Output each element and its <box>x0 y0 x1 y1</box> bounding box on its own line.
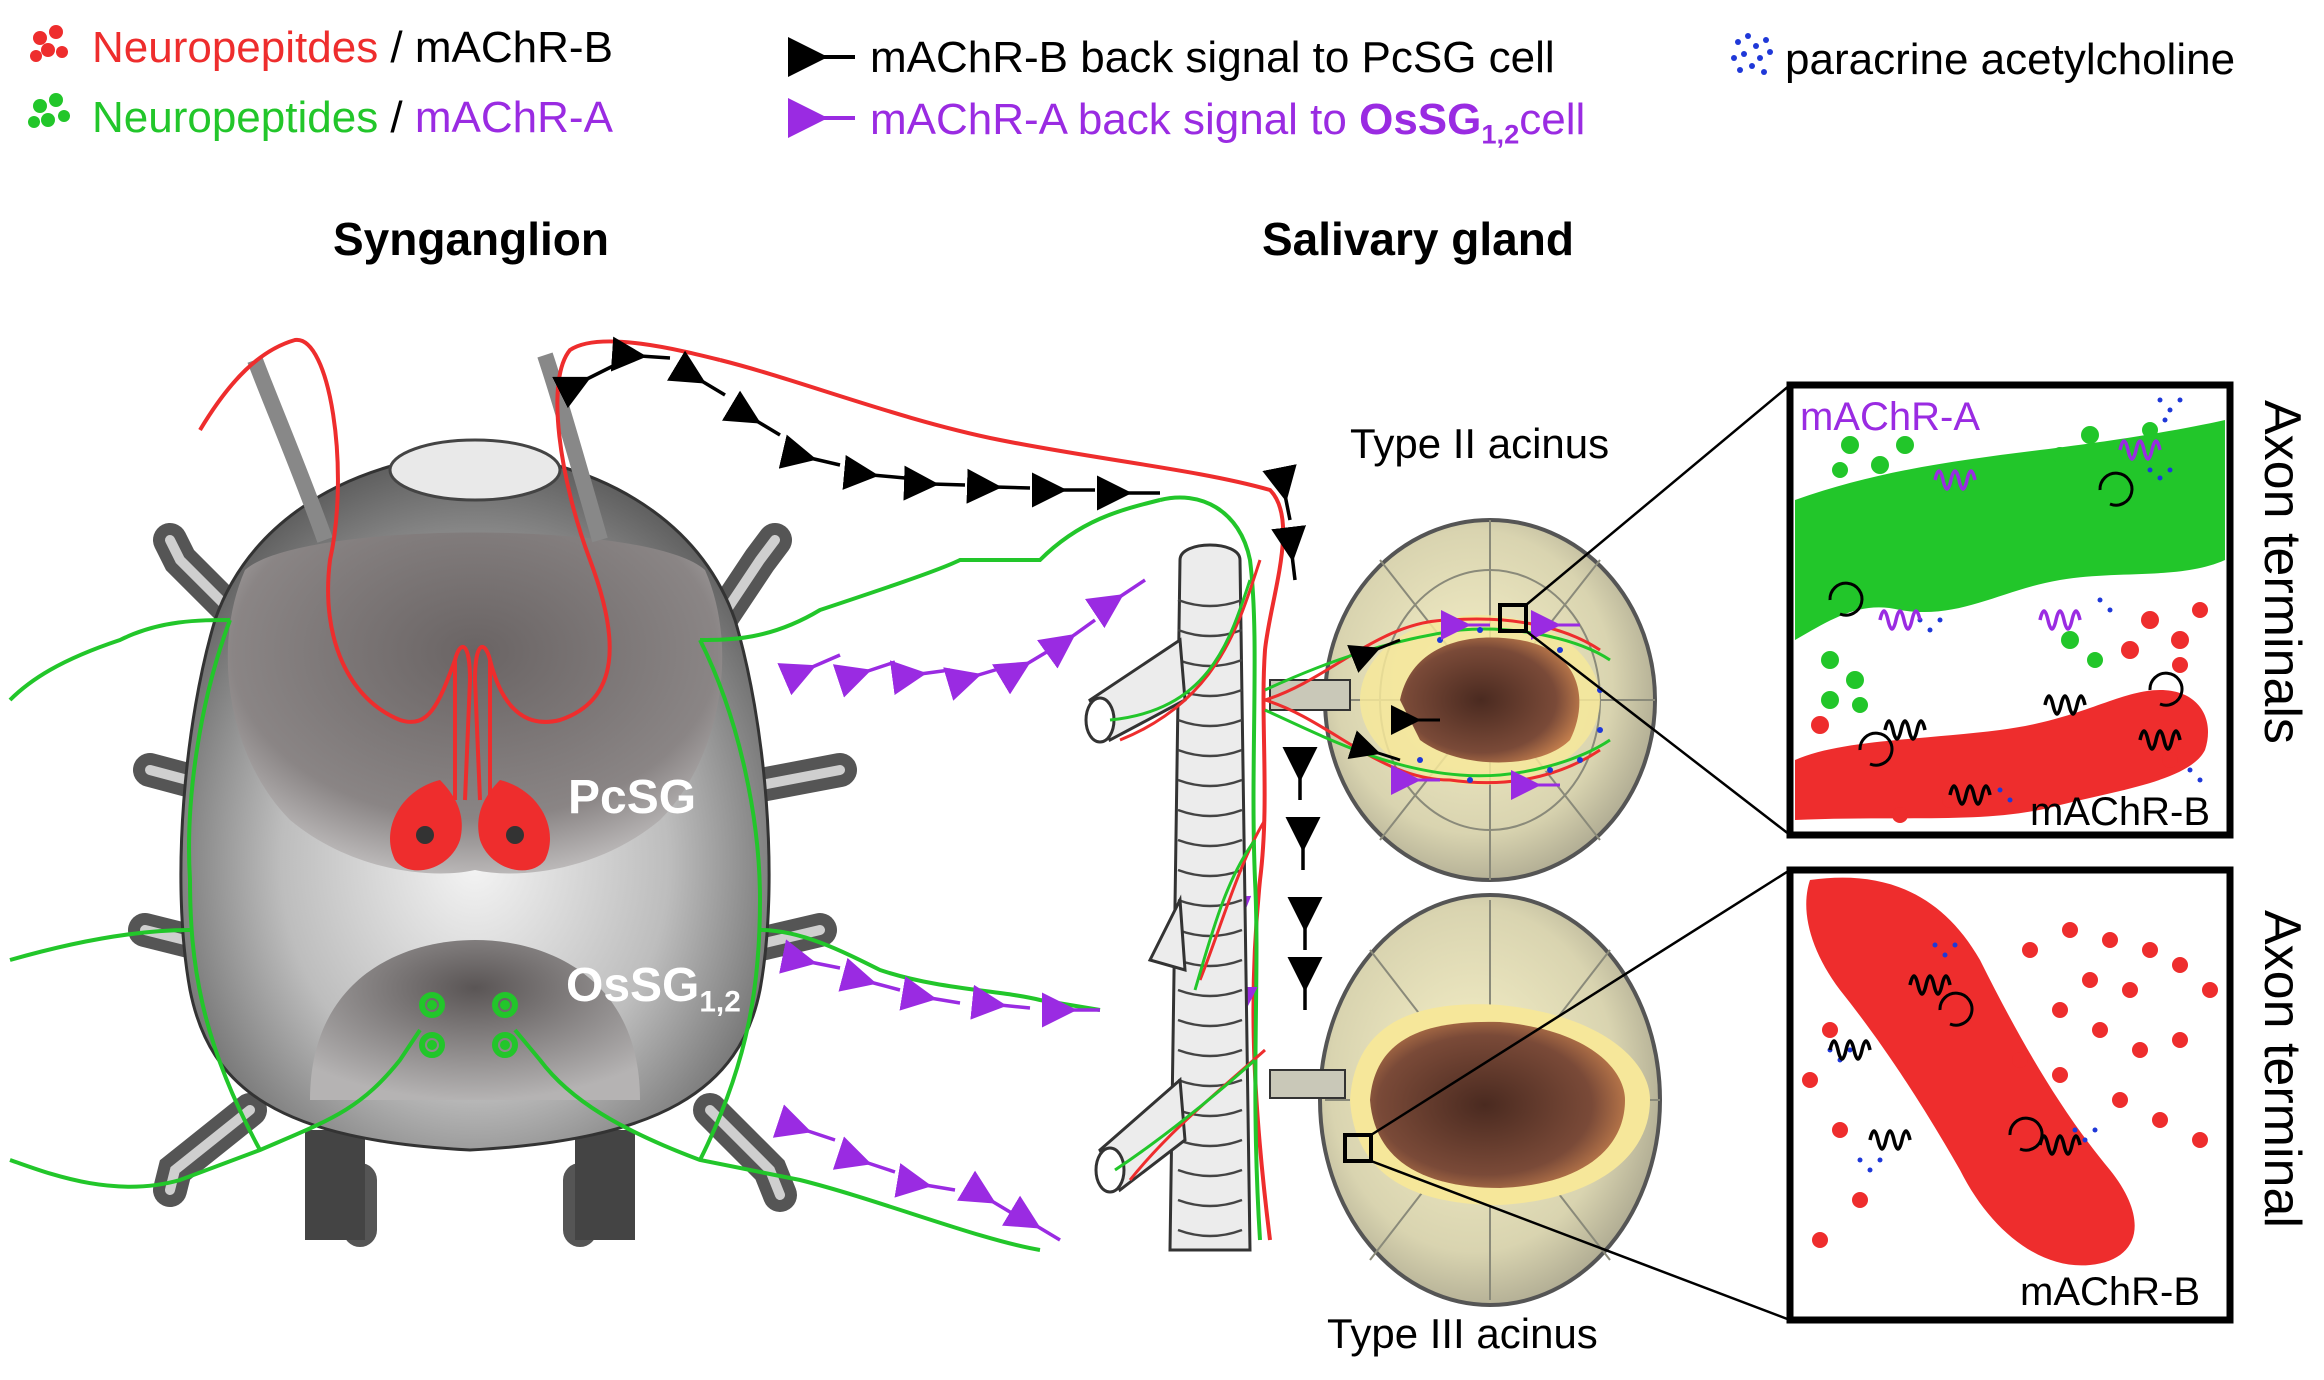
inset-axon-terminal <box>1786 866 2234 1324</box>
ossg-long-axon <box>1159 495 1262 1241</box>
label-ossg: OsSG1,2 <box>566 958 741 1019</box>
synganglion-foot-left <box>305 1130 365 1240</box>
pcsg-cells <box>390 780 550 871</box>
type3-zoom-box <box>1343 1133 1373 1163</box>
legend-machr-a: mAChR-A <box>414 93 613 142</box>
label-axon-terminal: Axon terminal <box>2253 910 2311 1228</box>
legend-ossg-cell: OsSG <box>1359 95 1482 144</box>
legend-machr-b: mAChR-B <box>414 23 613 72</box>
pcsg-axons <box>198 337 721 801</box>
inset-top-machr-a: mAChR-A <box>1800 395 1981 439</box>
zoom-lines <box>1370 384 1791 1322</box>
ossg-cells <box>419 992 518 1058</box>
legend-neuropeptides-red: Neuropepitdes <box>92 23 379 72</box>
subesophageal-dome <box>310 940 640 1100</box>
legend-machr-b-back-signal: mAChR-B back signal to PcSG cell <box>870 33 1555 82</box>
label-pcsg: PcSG <box>568 771 697 824</box>
legend-neuropeptides-green: Neuropeptides <box>92 93 379 142</box>
legend-ossg-sub: 1,2 <box>1481 118 1520 150</box>
legend-red-dots-icon <box>30 25 68 62</box>
legend-blue-dots-icon <box>1731 33 1773 75</box>
label-ossg-main: OsSG <box>566 959 700 1012</box>
legend-separator: / <box>378 23 415 72</box>
inset-top-machr-b: mAChR-B <box>2030 790 2211 834</box>
label-type3-acinus: Type III acinus <box>1327 1310 1598 1357</box>
legend-item-green: Neuropeptides / mAChR-A <box>92 96 613 140</box>
legend-machr-a-back-signal-text: mAChR-A back signal to <box>870 95 1360 144</box>
legend-machr-a-back-signal: mAChR-A back signal to OsSG1,2cell <box>870 98 1585 148</box>
synganglion <box>8 337 1161 1252</box>
label-axon-terminals: Axon terminals <box>2253 400 2311 744</box>
synganglion-collar <box>388 438 562 502</box>
title-salivary-gland: Salivary gland <box>1262 213 1574 265</box>
synganglion-foot-right <box>575 1130 635 1240</box>
legend-paracrine-acetylcholine: paracrine acetylcholine <box>1785 35 2236 84</box>
legend-cell-suffix: cell <box>1519 95 1586 144</box>
title-synganglion: Synganglion <box>333 213 609 265</box>
machr-b-back-signal-arrows <box>552 336 1323 1010</box>
legend-separator: / <box>378 93 415 142</box>
ossg-axons <box>8 498 1161 1252</box>
type2-zoom-box <box>1498 603 1528 633</box>
legend-item-red: Neuropepitdes / mAChR-B <box>92 26 613 70</box>
inset-axon-terminals <box>1786 381 2234 839</box>
legend-green-dots-icon <box>28 93 70 128</box>
label-type2-acinus: Type II acinus <box>1350 420 1610 467</box>
type2-acinus <box>1264 518 1657 882</box>
label-ossg-sub: 1,2 <box>699 985 741 1019</box>
inset-bottom-machr-b: mAChR-B <box>2020 1270 2201 1314</box>
salivary-duct <box>1084 543 1267 1252</box>
type3-acinus <box>1269 893 1662 1307</box>
